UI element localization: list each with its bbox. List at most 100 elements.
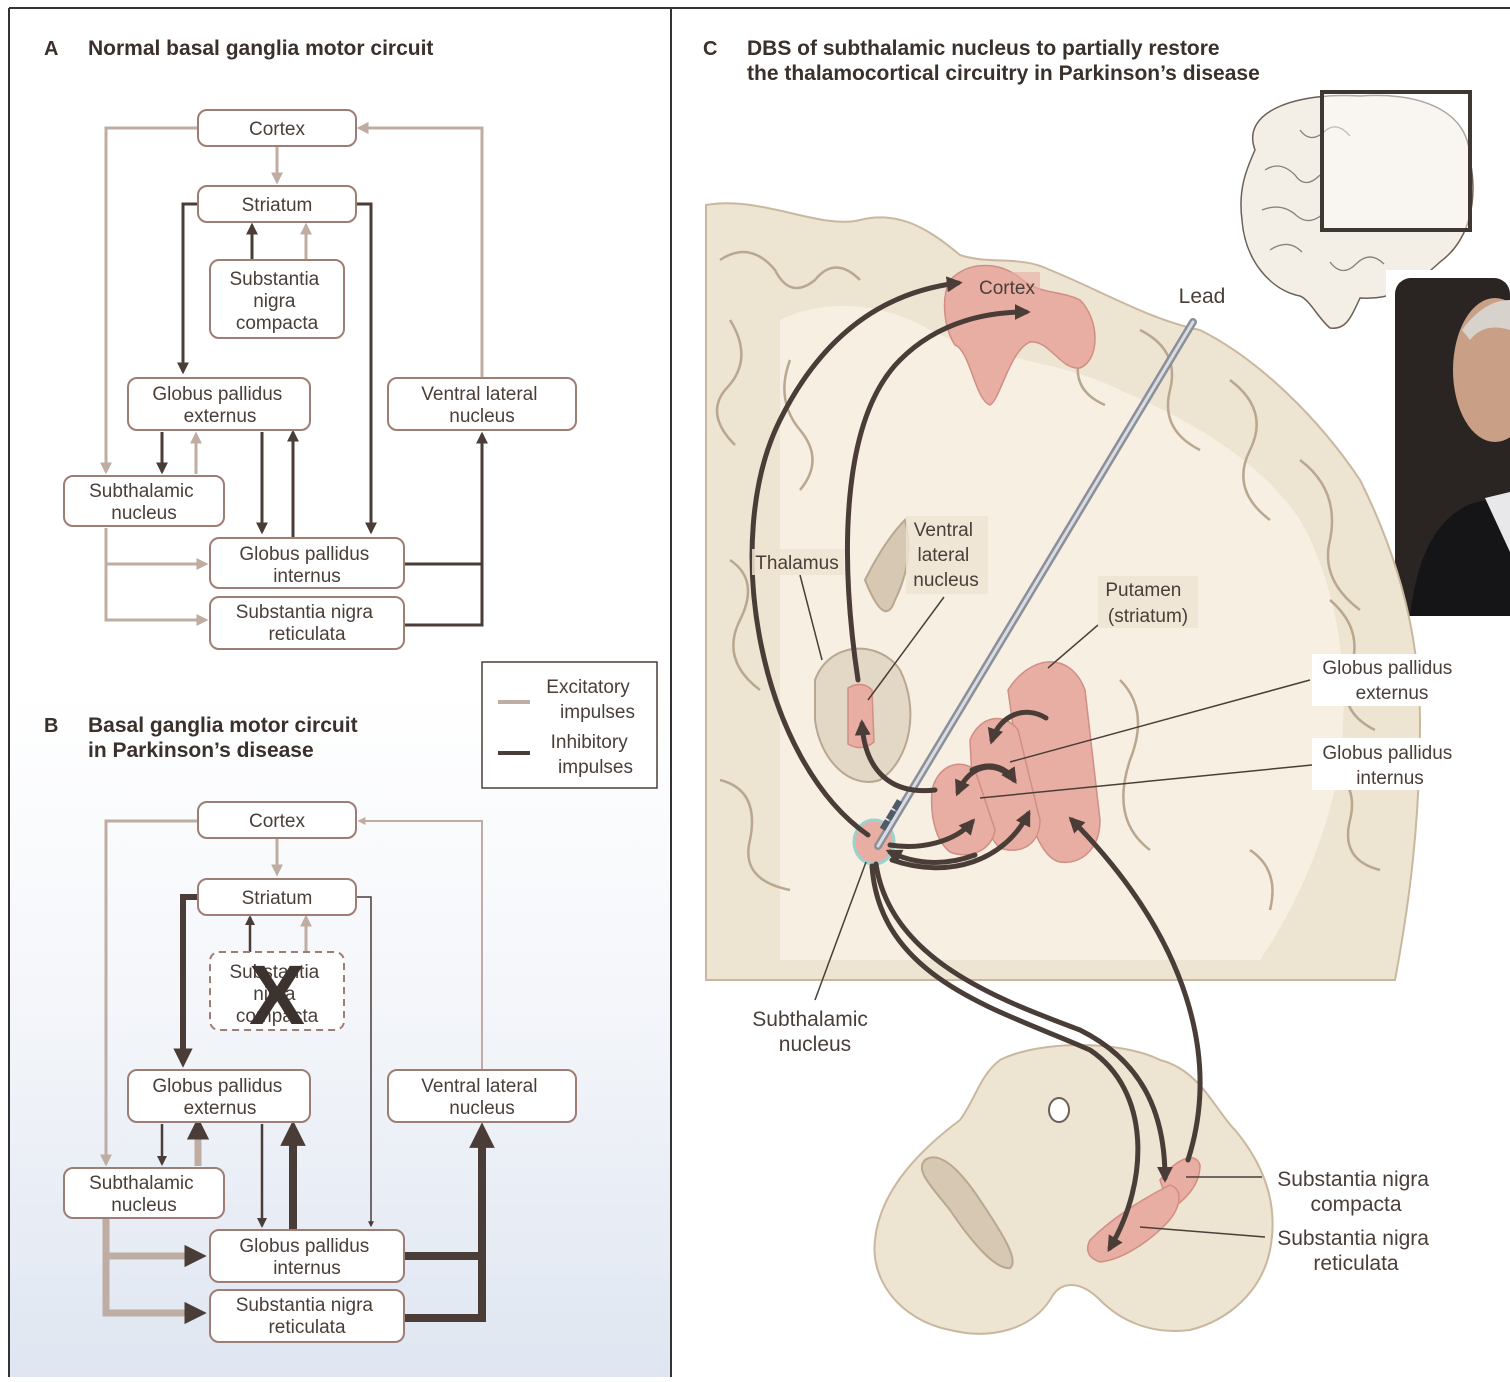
svg-text:Striatum: Striatum [242, 888, 313, 909]
b-node-stn: Subthalamic nucleus [64, 1168, 224, 1218]
b-node-snc-lesioned: Substantia nigra compacta X [210, 948, 344, 1042]
svg-text:Subthalamic nucleus: Subthalamic nucleus [752, 1008, 873, 1056]
a-node-gpe-line2: externus [184, 406, 257, 427]
a-node-vl-line2: nucleus [449, 406, 515, 427]
label-putamen-line1: Putamen [1105, 580, 1181, 601]
brain-hemisphere [706, 203, 1420, 980]
label-gpi-line2: internus [1356, 768, 1424, 789]
svg-text:Substantia nigra retic: Substantia nigra reticulata [1277, 1227, 1435, 1275]
b-node-striatum: Striatum [198, 879, 356, 915]
label-vl-line1: Ventral [914, 520, 973, 541]
b-node-snr-line1: Substantia nigra [236, 1295, 374, 1316]
b-node-gpe-line1: Globus pallidus [152, 1076, 282, 1097]
legend-excitatory-line1: Excitatory [546, 677, 630, 698]
a-node-snc: Substantia nigra compacta [210, 260, 344, 338]
panel-c-title-line2: the thalamocortical circuitry in Parkins… [747, 62, 1260, 85]
a-node-striatum: Striatum [198, 186, 356, 222]
panel-a-title: Normal basal ganglia motor circuit [88, 37, 433, 60]
b-node-vl-line2: nucleus [449, 1098, 515, 1119]
label-vl-line2: lateral [917, 545, 969, 566]
label-gpe-line1: Globus pallidus [1322, 658, 1452, 679]
a-node-stn: Subthalamic nucleus [64, 476, 224, 526]
b-node-gpe: Globus pallidus externus [128, 1070, 310, 1122]
label-stn-line1: Subthalamic [752, 1008, 868, 1031]
a-node-gpi: Globus pallidus internus [210, 538, 404, 588]
a-node-stn-line2: nucleus [111, 503, 177, 524]
svg-text:Striatum: Striatum [242, 195, 313, 216]
a-node-snc-line1: Substantia [229, 269, 319, 290]
a-node-snc-line3: compacta [236, 313, 319, 334]
svg-text:Cortex: Cortex [249, 811, 305, 832]
legend-inhibitory-line1: Inhibitory [551, 732, 629, 753]
svg-text:Lead: Lead [1179, 285, 1226, 308]
b-node-cortex: Cortex [198, 802, 356, 838]
cerebral-aqueduct [1049, 1098, 1069, 1122]
label-lead: Lead [1179, 285, 1226, 308]
a-node-vl-line1: Ventral lateral [421, 384, 537, 405]
label-snr-line2: reticulata [1313, 1252, 1399, 1275]
svg-text:DBS of subthalamic nucleus to: DBS of subthalamic nucleus to partially … [747, 37, 1260, 85]
b-node-gpi-line2: internus [273, 1258, 341, 1279]
a-gpi-to-vl [404, 434, 482, 564]
person-photo [1386, 270, 1510, 628]
legend-excitatory-line2: impulses [560, 702, 635, 723]
b-node-gpe-line2: externus [184, 1098, 257, 1119]
b-node-cortex-label: Cortex [249, 811, 305, 832]
a-striatum-to-gpe [183, 204, 198, 372]
b-node-gpi-line1: Globus pallidus [239, 1236, 369, 1257]
a-node-gpi-line2: internus [273, 566, 341, 587]
label-thalamus: Thalamus [755, 553, 838, 574]
svg-text:Ventral lateral: Ventral lateral nucleus [913, 520, 979, 591]
a-node-snr-line1: Substantia nigra [236, 602, 374, 623]
legend-inhibitory-line2: impulses [558, 757, 633, 778]
svg-text:Substantia nigra compa: Substantia nigra compacta [1277, 1168, 1435, 1216]
panel-b-title-line2: in Parkinson’s disease [88, 739, 314, 762]
panel-a-letter: A [44, 38, 58, 60]
a-node-cortex-label: Cortex [249, 119, 305, 140]
svg-text:Thalamus: Thalamus [755, 553, 838, 574]
panel-c-letter: C [703, 38, 717, 60]
label-stn-line2: nucleus [779, 1033, 851, 1056]
a-node-striatum-label: Striatum [242, 195, 313, 216]
a-snr-to-vl [404, 564, 482, 625]
a-node-gpe-line1: Globus pallidus [152, 384, 282, 405]
a-node-vl: Ventral lateral nucleus [388, 378, 576, 430]
thumbnail-zoom-box [1322, 92, 1470, 230]
legend: Excitatory impulses Inhibitory impulses [482, 662, 657, 788]
b-node-snr: Substantia nigra reticulata [210, 1290, 404, 1342]
b-lesion-x-mark: X [249, 948, 305, 1042]
brainstem-section [874, 1045, 1272, 1334]
a-vl-to-cortex [359, 128, 482, 378]
svg-text:Cortex: Cortex [979, 278, 1035, 299]
a-node-snr: Substantia nigra reticulata [210, 597, 404, 649]
label-snc-line2: compacta [1310, 1193, 1401, 1216]
panel-b-letter: B [44, 715, 58, 737]
a-node-snc-line2: nigra [253, 291, 296, 312]
a-stn-to-gpi [106, 528, 206, 620]
a-node-snr-line2: reticulata [268, 624, 346, 645]
a-node-stn-line1: Subthalamic [89, 481, 194, 502]
b-node-gpi: Globus pallidus internus [210, 1230, 404, 1282]
panel-a: A Normal basal ganglia motor circuit [44, 37, 576, 649]
panel-a-nodes: Cortex Striatum Substantia nigra compact… [64, 110, 576, 649]
a-node-cortex: Cortex [198, 110, 356, 146]
a-striatum-to-gpi [357, 204, 371, 532]
svg-text:Cortex: Cortex [249, 119, 305, 140]
label-snr-line1: Substantia nigra [1277, 1227, 1429, 1250]
label-vl-line3: nucleus [913, 570, 979, 591]
label-gpi-line1: Globus pallidus [1322, 743, 1452, 764]
panel-c-title-line1: DBS of subthalamic nucleus to partially … [747, 37, 1220, 60]
panel-c: C DBS of subthalamic nucleus to partiall… [703, 37, 1510, 1334]
vl-nucleus-region [848, 684, 874, 747]
b-node-striatum-label: Striatum [242, 888, 313, 909]
b-node-vl-line1: Ventral lateral [421, 1076, 537, 1097]
a-node-gpe: Globus pallidus externus [128, 378, 310, 430]
label-putamen-line2: (striatum) [1108, 606, 1188, 627]
b-node-snr-line2: reticulata [268, 1317, 346, 1338]
b-node-stn-line1: Subthalamic [89, 1173, 194, 1194]
a-node-gpi-line1: Globus pallidus [239, 544, 369, 565]
label-cortex: Cortex [979, 278, 1035, 299]
label-gpe-line2: externus [1356, 683, 1429, 704]
